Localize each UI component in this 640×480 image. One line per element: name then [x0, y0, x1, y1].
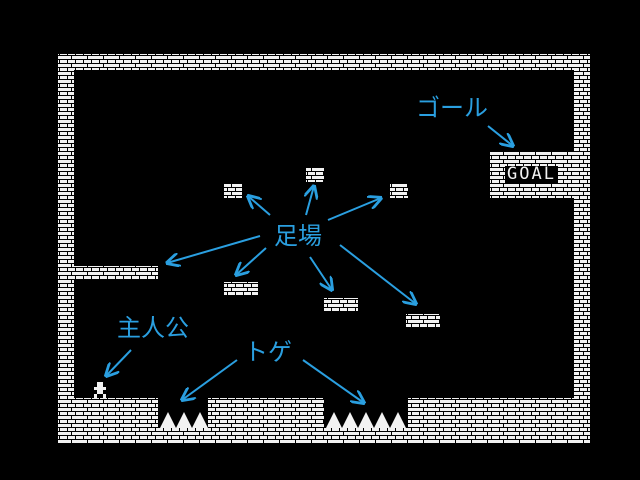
spike-icon: [326, 412, 342, 428]
arrow-icon: [487, 125, 513, 146]
left-wall: [58, 54, 74, 444]
arrow-icon: [106, 349, 132, 376]
spike-icon: [176, 412, 192, 428]
player-annotation: 主人公: [117, 314, 189, 342]
spike-icon: [358, 412, 374, 428]
goal-annotation: ゴール: [416, 94, 488, 122]
player-sprite-icon: [94, 382, 106, 398]
floor-right: [408, 398, 590, 444]
annotation-arrows: [106, 125, 513, 403]
spike-pit-base-left: [158, 428, 208, 444]
platform: [306, 168, 324, 182]
spike-pit-base-right: [324, 428, 408, 444]
spikes-right: [326, 412, 406, 428]
left-ledge: [74, 266, 158, 280]
platforms-annotation: 足場: [274, 222, 322, 250]
arrow-icon: [167, 235, 261, 263]
spike-icon: [374, 412, 390, 428]
platform: [224, 282, 258, 296]
spike-icon: [390, 412, 406, 428]
top-wall: [58, 54, 590, 70]
spike-icon: [342, 412, 358, 428]
spikes-annotation: トゲ: [244, 338, 292, 366]
arrow-icon: [182, 359, 238, 400]
arrow-icon: [327, 198, 381, 221]
right-wall: [574, 54, 590, 444]
platform: [224, 184, 242, 198]
spike-icon: [192, 412, 208, 428]
platform: [324, 298, 358, 312]
arrow-icon: [302, 359, 364, 403]
arrow-icon: [248, 196, 271, 216]
floor-middle: [208, 398, 324, 444]
spikes-left: [160, 412, 208, 428]
platform: [390, 184, 408, 198]
goal-sign: GOAL: [505, 164, 558, 184]
arrow-icon: [306, 186, 314, 216]
floor-left: [58, 398, 158, 444]
arrow-icon: [339, 244, 416, 304]
arrow-icon: [236, 247, 267, 275]
arrow-icon: [309, 256, 332, 290]
spike-icon: [160, 412, 176, 428]
platform: [406, 314, 440, 328]
